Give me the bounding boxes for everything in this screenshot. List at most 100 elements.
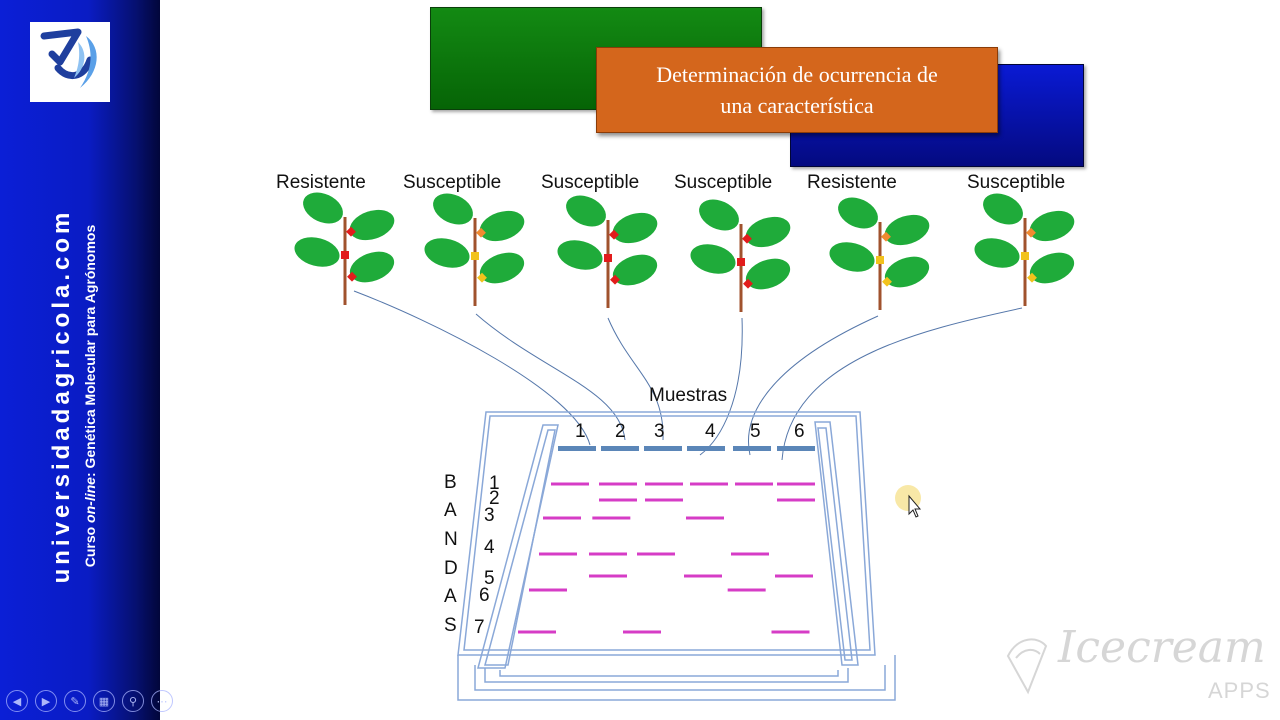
- samples-label: Muestras: [649, 385, 728, 406]
- next-icon[interactable]: ▶: [35, 690, 57, 712]
- band-number-7: 7: [474, 617, 485, 638]
- bandas-letter-d: D: [444, 558, 458, 579]
- marker: [476, 227, 486, 238]
- marker: [1026, 227, 1036, 238]
- lane-number-1: 1: [575, 421, 586, 442]
- lane-number-4: 4: [705, 421, 716, 442]
- mouse-cursor-icon: [895, 485, 922, 518]
- recorder-watermark: Icecream APPS: [998, 622, 1278, 712]
- marker: [737, 258, 745, 266]
- connector-2: [475, 313, 626, 441]
- lane-number-5: 5: [750, 421, 761, 442]
- marker: [742, 233, 752, 244]
- plant-label-6: Susceptible: [967, 172, 1066, 193]
- prev-icon[interactable]: ◀: [6, 690, 28, 712]
- leaf: [884, 214, 930, 246]
- marker: [1021, 252, 1029, 260]
- gel-bands: [518, 482, 815, 634]
- band-lane1-row1: [551, 482, 589, 486]
- plant-label-2: Susceptible: [403, 172, 502, 193]
- marker: [604, 254, 612, 262]
- well-3: [644, 446, 682, 451]
- leaf: [745, 216, 791, 248]
- watermark-logo-icon: [1006, 638, 1048, 695]
- marker: [477, 272, 487, 283]
- well-1: [558, 446, 596, 451]
- zoom-icon[interactable]: ⚲: [122, 690, 144, 712]
- band-lane3-row2: [645, 498, 683, 502]
- leaf: [699, 199, 739, 231]
- band-lane2-row5: [589, 574, 627, 578]
- leaf: [479, 252, 525, 284]
- sample-connectors: [353, 290, 1023, 461]
- band-lane1-row3: [543, 516, 581, 520]
- band-lane2-row4: [589, 552, 627, 556]
- band-lane2-row1: [599, 482, 637, 486]
- band-lane5-row6: [727, 588, 766, 592]
- leaf: [983, 193, 1023, 225]
- plant-4: [690, 199, 791, 312]
- marker: [1027, 272, 1037, 283]
- connector-3: [607, 317, 664, 441]
- university-logo: [30, 22, 110, 102]
- marker: [882, 276, 892, 287]
- band-lane6-row1: [777, 482, 815, 486]
- marker: [743, 278, 753, 289]
- leaf: [294, 237, 340, 267]
- well-5: [733, 446, 771, 451]
- bandas-letter-s: S: [444, 615, 457, 636]
- pen-icon[interactable]: ✎: [64, 690, 86, 712]
- connector-6: [781, 307, 1023, 461]
- leaf: [884, 256, 930, 288]
- leaf: [479, 210, 525, 242]
- slideshow-controls: ◀ ▶ ✎ ▦ ⚲ ⋯: [6, 690, 173, 712]
- band-lane1-row4: [539, 552, 577, 556]
- connector-1: [353, 290, 591, 446]
- band-number-2: 2: [489, 488, 500, 509]
- band-lane1-row7: [518, 630, 556, 634]
- marker: [610, 274, 620, 285]
- marker: [471, 252, 479, 260]
- leaf: [424, 238, 470, 268]
- well-4: [687, 446, 725, 451]
- bandas-letter-a2: A: [444, 586, 457, 607]
- band-lane4-row3: [686, 516, 724, 520]
- leaf: [745, 258, 791, 290]
- leaf: [612, 254, 658, 286]
- band-number-6: 6: [479, 585, 490, 606]
- bandas-letter-b: B: [444, 472, 457, 493]
- band-lane3-row4: [637, 552, 675, 556]
- connector-5: [748, 315, 879, 456]
- leaf: [557, 240, 603, 270]
- leaf: [1029, 210, 1075, 242]
- band-lane1-row6: [529, 588, 567, 592]
- plant-1: [294, 192, 395, 305]
- leaf: [829, 242, 875, 272]
- plant-6: [974, 193, 1075, 306]
- plant-label-4: Susceptible: [674, 172, 773, 193]
- sidebar: universidadagricola.com Curso on-line: G…: [0, 0, 173, 720]
- band-lane5-row4: [731, 552, 769, 556]
- marker: [881, 231, 891, 242]
- gel-wells: [558, 446, 815, 451]
- band-number-4: 4: [484, 537, 495, 558]
- band-lane6-row2: [777, 498, 815, 502]
- leaf: [974, 238, 1020, 268]
- plant-label-5: Resistente: [807, 172, 897, 193]
- leaf: [838, 197, 878, 229]
- band-lane4-row1: [690, 482, 728, 486]
- watermark-brand: Icecream: [1058, 622, 1266, 673]
- leaf: [612, 212, 658, 244]
- slides-icon[interactable]: ▦: [93, 690, 115, 712]
- plant-label-1: Resistente: [276, 172, 366, 193]
- lane-number-3: 3: [654, 421, 665, 442]
- band-lane6-row5: [775, 574, 813, 578]
- plant-label-3: Susceptible: [541, 172, 640, 193]
- leaf: [1029, 252, 1075, 284]
- leaf: [690, 244, 736, 274]
- plant-2: [424, 193, 525, 306]
- watermark-sub: APPS: [1208, 678, 1271, 703]
- more-icon[interactable]: ⋯: [151, 690, 173, 712]
- marker: [341, 251, 349, 259]
